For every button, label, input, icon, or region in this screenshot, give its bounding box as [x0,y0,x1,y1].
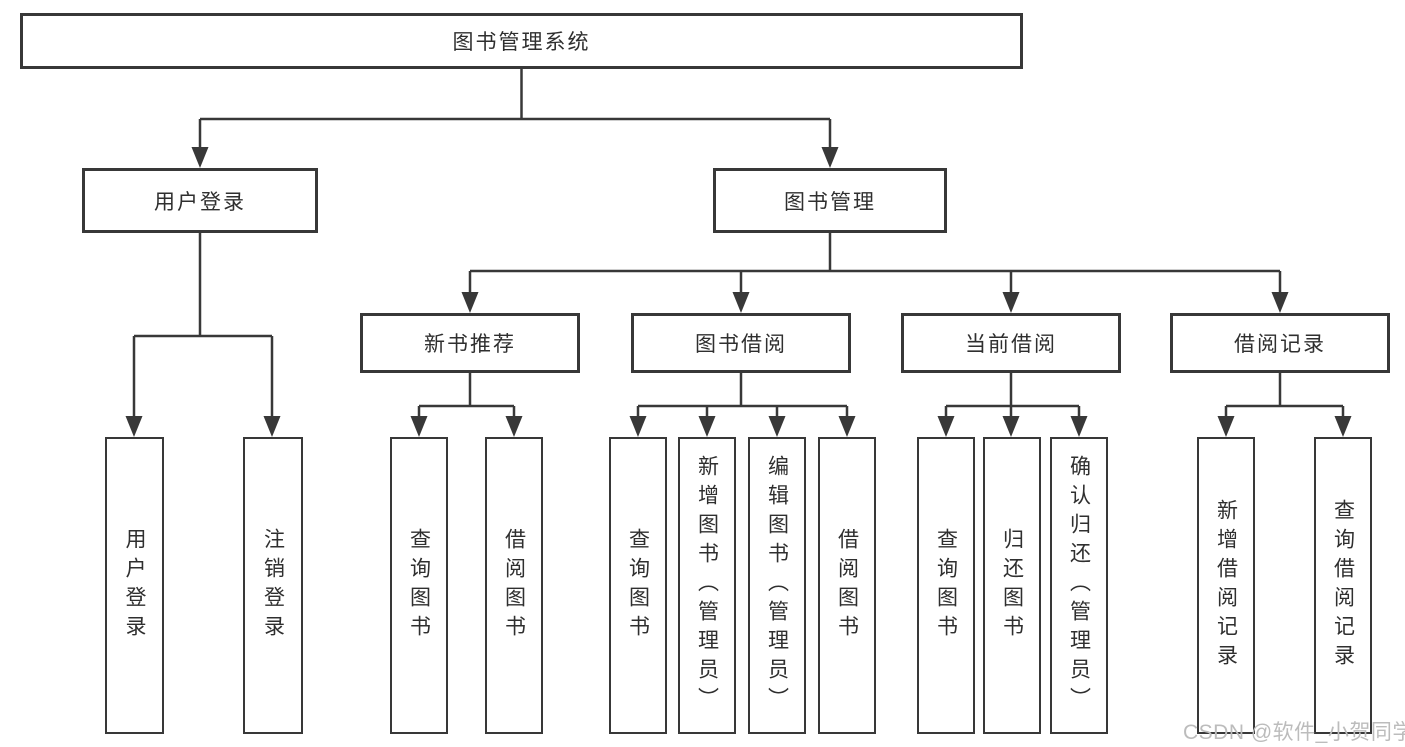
node-book-borrow-label: 图书借阅 [695,333,787,356]
node-borrow-records-label: 借阅记录 [1234,333,1326,356]
node-book-borrow: 图书借阅 [631,313,851,373]
leaf-logout-label: 注销登录 [261,527,285,644]
csdn-watermark: CSDN @软件_小贺同学 [1183,721,1405,744]
node-root-library-system: 图书管理系统 [20,13,1023,69]
leaf-add-books-admin-label: 新增图书（管理员） [695,455,719,716]
leaf-query-books-3-label: 查询图书 [934,527,958,644]
leaf-user-login-label: 用户登录 [123,527,146,644]
node-new-book-recommend-label: 新书推荐 [424,333,516,356]
node-user-login-label: 用户登录 [154,190,246,214]
leaf-query-books-2: 查询图书 [609,437,667,734]
leaf-borrow-books-1-label: 借阅图书 [502,527,526,644]
leaf-logout: 注销登录 [243,437,303,734]
leaf-query-books-2-label: 查询图书 [626,527,650,644]
node-borrow-records: 借阅记录 [1170,313,1390,373]
leaf-query-borrow-record: 查询借阅记录 [1314,437,1372,734]
node-new-book-recommend: 新书推荐 [360,313,580,373]
arrowhead-group [125,147,1352,437]
leaf-return-books: 归还图书 [983,437,1041,734]
leaf-borrow-books-2-label: 借阅图书 [835,527,859,644]
node-root-label: 图书管理系统 [452,31,591,54]
leaf-user-login: 用户登录 [105,437,164,734]
leaf-return-books-label: 归还图书 [1000,527,1024,644]
node-current-borrow-label: 当前借阅 [965,333,1057,356]
leaf-query-books-3: 查询图书 [917,437,975,734]
leaf-add-books-admin: 新增图书（管理员） [678,437,736,734]
node-user-login: 用户登录 [82,168,318,233]
leaf-borrow-books-1: 借阅图书 [485,437,543,734]
leaf-query-books-1-label: 查询图书 [407,527,431,644]
leaf-edit-books-admin-label: 编辑图书（管理员） [765,455,789,716]
leaf-add-borrow-record: 新增借阅记录 [1197,437,1255,734]
leaf-query-books-1: 查询图书 [390,437,448,734]
leaf-query-borrow-record-label: 查询借阅记录 [1331,498,1355,673]
leaf-edit-books-admin: 编辑图书（管理员） [748,437,806,734]
leaf-add-borrow-record-label: 新增借阅记录 [1214,498,1238,673]
leaf-confirm-return-admin: 确认归还（管理员） [1050,437,1108,734]
node-book-management-label: 图书管理 [784,190,876,214]
leaf-borrow-books-2: 借阅图书 [818,437,876,734]
node-current-borrow: 当前借阅 [901,313,1121,373]
node-book-management: 图书管理 [713,168,947,233]
leaf-confirm-return-admin-label: 确认归还（管理员） [1067,455,1091,716]
